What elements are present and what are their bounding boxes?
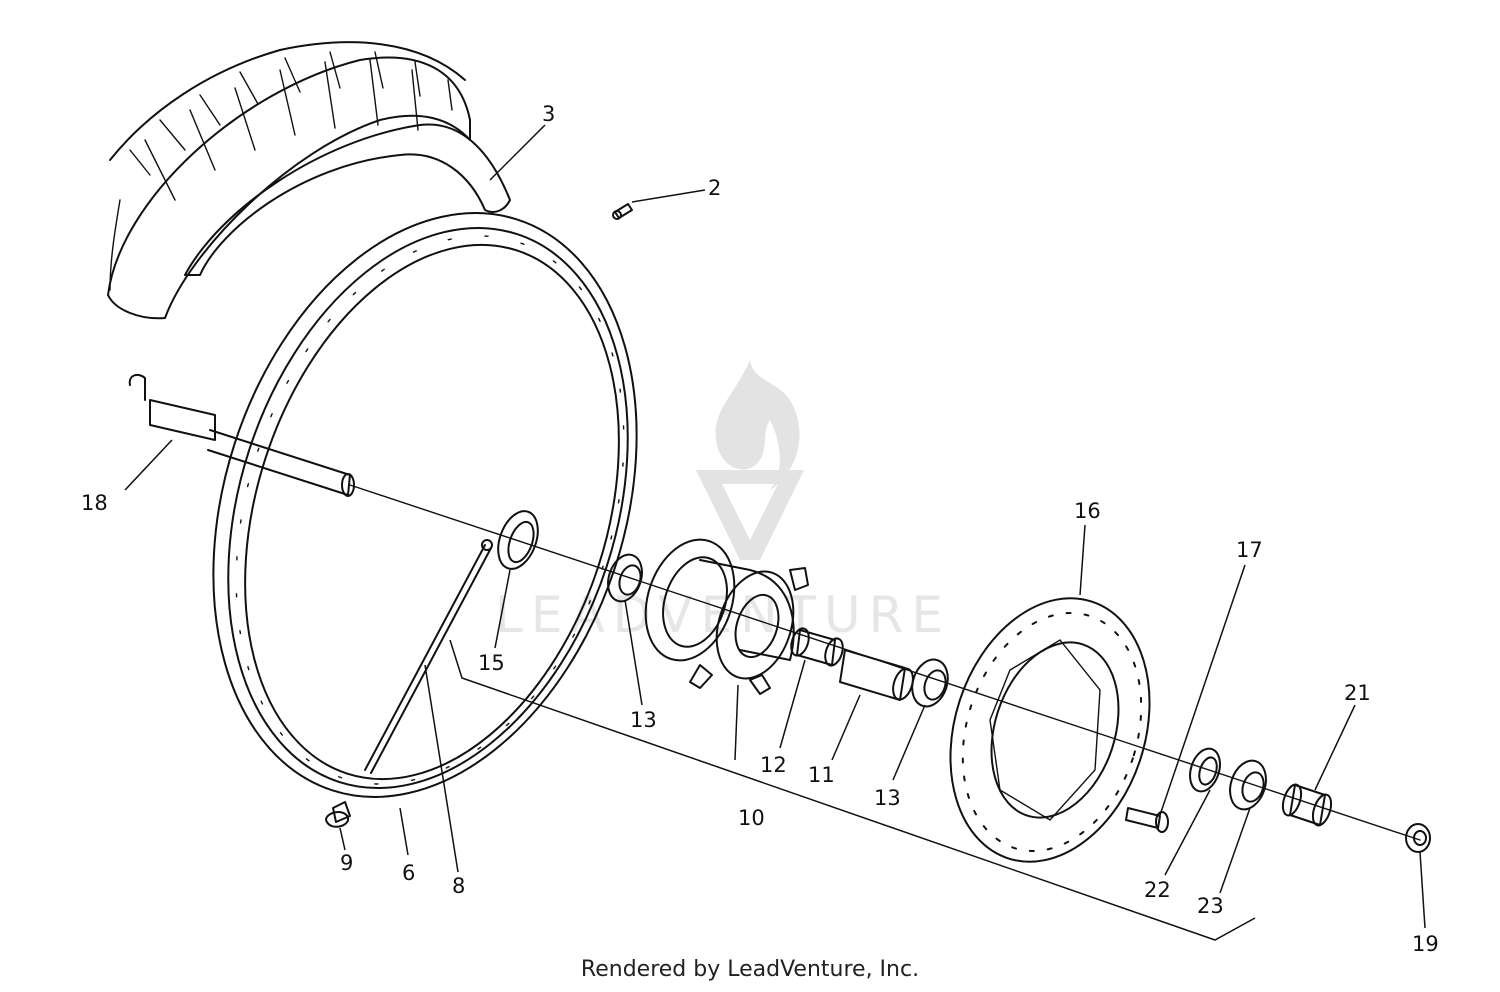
bracket-10 <box>449 639 1256 941</box>
callout-10: 10 <box>738 806 765 830</box>
disc-bolt <box>1125 807 1169 833</box>
watermark: LEADVENTURE <box>495 360 943 644</box>
leader-lines <box>124 124 1426 929</box>
rim-lock-bolt <box>325 801 351 828</box>
callout-2: 2 <box>708 176 721 200</box>
circlip <box>1189 747 1221 793</box>
bearing-left <box>607 553 643 603</box>
collar <box>839 649 914 701</box>
spoke <box>364 539 493 774</box>
render-credit: Rendered by LeadVenture, Inc. <box>581 957 919 982</box>
callout-12: 12 <box>760 753 787 777</box>
callout-6: 6 <box>402 861 415 885</box>
rim <box>212 212 638 798</box>
callout-13-right: 13 <box>874 786 901 810</box>
axle <box>128 373 355 497</box>
bearing-outer <box>1229 759 1267 811</box>
watermark-flame-icon <box>715 360 800 490</box>
seal <box>497 510 539 570</box>
callout-17: 17 <box>1236 538 1263 562</box>
bearing-spacer <box>790 627 844 667</box>
callout-8: 8 <box>452 874 465 898</box>
callout-3: 3 <box>542 102 555 126</box>
callout-21: 21 <box>1344 681 1371 705</box>
bearing-right <box>911 658 949 708</box>
callout-22: 22 <box>1144 878 1171 902</box>
brake-disc <box>949 597 1151 863</box>
callout-18: 18 <box>81 491 108 515</box>
callout-9: 9 <box>340 851 353 875</box>
valve-stem <box>612 203 633 220</box>
hub <box>644 538 809 695</box>
watermark-v-icon <box>696 470 804 560</box>
callout-16: 16 <box>1074 499 1101 523</box>
callout-19: 19 <box>1412 932 1439 956</box>
axle-nut <box>1405 823 1431 853</box>
outer-spacer <box>1281 783 1333 827</box>
callout-13-left: 13 <box>630 708 657 732</box>
callout-23: 23 <box>1197 894 1224 918</box>
callout-11: 11 <box>808 763 835 787</box>
tire <box>107 41 511 320</box>
callout-15: 15 <box>478 651 505 675</box>
